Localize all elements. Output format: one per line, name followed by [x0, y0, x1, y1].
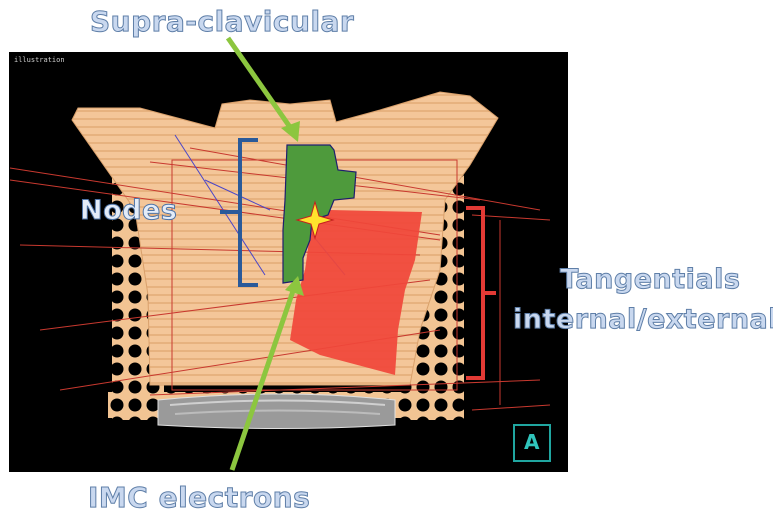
logo-letter: A [524, 430, 539, 454]
supra-clavicular-label: Supra-clavicular [90, 5, 354, 38]
internal-external-label: internal/external [513, 304, 773, 335]
imc-electrons-label: IMC electrons [88, 481, 310, 514]
tangentials-label: Tangentials [560, 264, 740, 295]
tangentials-bracket [466, 208, 496, 378]
app-logo-icon: A [513, 424, 551, 462]
nodes-label: Nodes [80, 195, 177, 226]
